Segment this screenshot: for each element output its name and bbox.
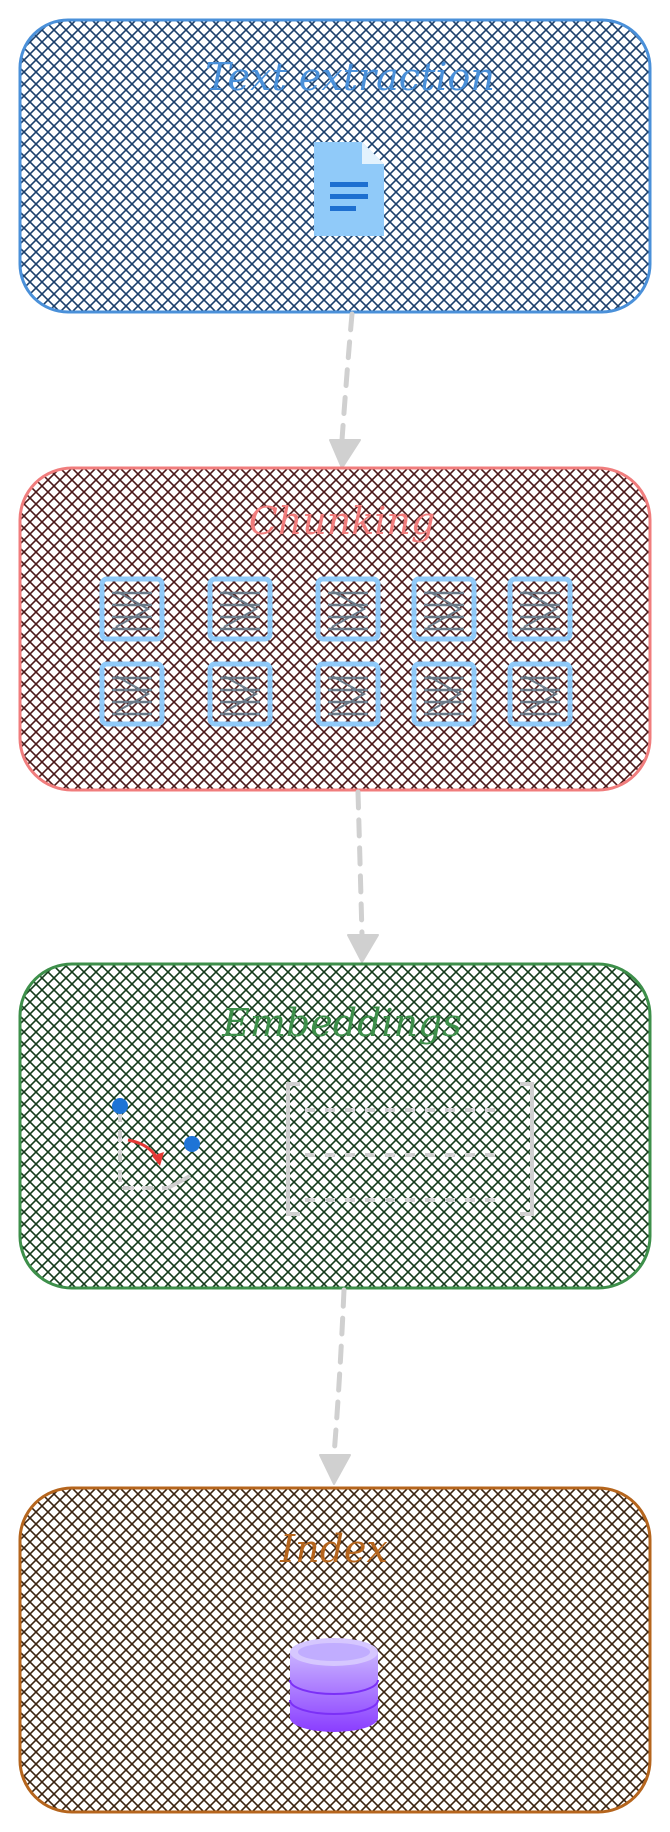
document-icon bbox=[314, 142, 384, 236]
chunk-tile bbox=[315, 661, 381, 727]
stage-title: Chunking bbox=[249, 499, 435, 543]
chunk-tile bbox=[411, 661, 477, 727]
connector-chunking-to-embeddings bbox=[347, 789, 379, 963]
chunk-tile bbox=[315, 576, 381, 642]
chunk-tile bbox=[207, 576, 273, 642]
connector-extraction-to-chunking bbox=[329, 311, 361, 469]
stage-box bbox=[18, 962, 652, 1290]
connector-embeddings-to-index bbox=[319, 1287, 351, 1485]
stage-index: Index bbox=[18, 1486, 652, 1814]
stage-text-extraction: Text extraction bbox=[18, 18, 652, 314]
matrix-icon bbox=[286, 1082, 534, 1216]
stage-title: Embeddings bbox=[221, 1001, 462, 1045]
vector-icon bbox=[112, 1098, 200, 1190]
chunk-tile bbox=[411, 576, 477, 642]
stage-chunking: Chunking bbox=[18, 466, 652, 792]
chunk-tile bbox=[99, 576, 165, 642]
stage-title: Index bbox=[279, 1527, 388, 1571]
chunk-grid-icon bbox=[99, 576, 573, 727]
database-icon bbox=[289, 1638, 379, 1732]
chunk-tile bbox=[507, 661, 573, 727]
stage-embeddings: Embeddings bbox=[18, 962, 652, 1290]
chunk-tile bbox=[507, 576, 573, 642]
stage-title: Text extraction bbox=[205, 55, 495, 99]
chunk-tile bbox=[207, 661, 273, 727]
chunk-tile bbox=[99, 661, 165, 727]
